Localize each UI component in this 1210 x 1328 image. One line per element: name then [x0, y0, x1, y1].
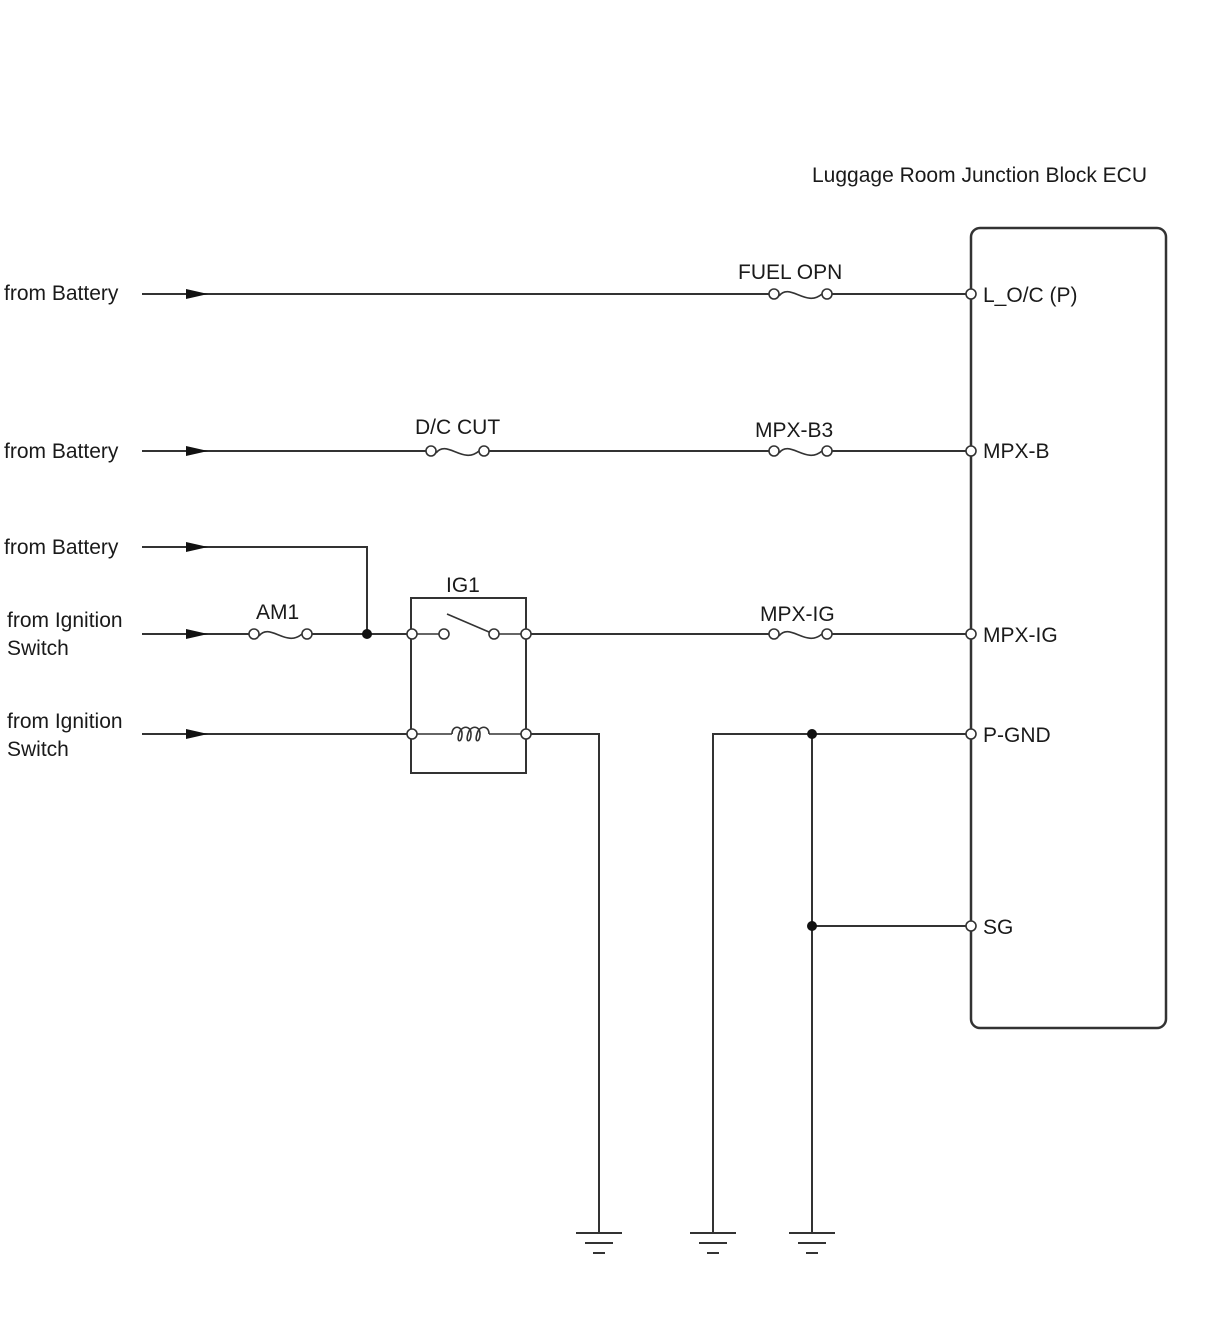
pin-label-mpxig: MPX-IG	[983, 624, 1058, 647]
ecu-title: Luggage Room Junction Block ECU	[812, 164, 1147, 187]
pin-label-pgnd: P-GND	[983, 724, 1051, 747]
pin-label-sg: SG	[983, 916, 1013, 939]
relay-label-ig1: IG1	[446, 574, 480, 597]
circuit-line-1: from Battery FUEL OPN L_O/C (P)	[4, 261, 1078, 307]
junction-dot	[807, 921, 817, 931]
junction-dot	[362, 629, 372, 639]
pin-terminal-loc	[965, 288, 977, 300]
pin-terminal-pgnd	[965, 728, 977, 740]
fuse-am1	[248, 628, 313, 640]
relay-coil-icon	[451, 726, 490, 742]
fuse-label-dc-cut: D/C CUT	[415, 416, 500, 439]
input-arrow-icon	[186, 446, 208, 456]
source-label-ignition-2b: Switch	[7, 738, 69, 761]
fuse-mpx-b3	[768, 445, 833, 457]
input-arrow-icon	[186, 629, 208, 639]
fuse-fuel-opn	[768, 288, 833, 300]
source-label-ignition-1a: from Ignition	[7, 609, 123, 632]
circuit-line-3: from Battery	[4, 536, 368, 634]
junction-dot	[807, 729, 817, 739]
pin-terminal-sg	[965, 920, 977, 932]
input-arrow-icon	[186, 289, 208, 299]
relay-ig1: IG1	[406, 574, 532, 774]
source-label-ignition-2a: from Ignition	[7, 710, 123, 733]
ground-network: P-GND SG	[712, 724, 1051, 1233]
relay-switch-blade	[446, 613, 490, 633]
fuse-dc-cut	[425, 445, 490, 457]
fuse-label-fuel-opn: FUEL OPN	[738, 261, 842, 284]
pin-label-loc: L_O/C (P)	[983, 284, 1078, 307]
ground-icon	[576, 1232, 622, 1254]
pin-label-mpxb: MPX-B	[983, 440, 1050, 463]
source-label-battery-2: from Battery	[4, 440, 119, 463]
circuit-line-2: from Battery D/C CUT MPX-B3 MPX-B	[4, 416, 1050, 463]
input-arrow-icon	[186, 542, 208, 552]
ground-icon	[690, 1232, 736, 1254]
ground-icon	[789, 1232, 835, 1254]
input-arrow-icon	[186, 729, 208, 739]
pin-terminal-mpxb	[965, 445, 977, 457]
source-label-battery-1: from Battery	[4, 282, 119, 305]
fuse-mpx-ig	[768, 628, 833, 640]
pin-terminal-mpxig	[965, 628, 977, 640]
source-label-ignition-1b: Switch	[7, 637, 69, 660]
source-label-battery-3: from Battery	[4, 536, 119, 559]
fuse-label-mpx-b3: MPX-B3	[755, 419, 833, 442]
fuse-label-am1: AM1	[256, 601, 299, 624]
ecu-box	[969, 226, 1168, 1030]
circuit-line-5: from Ignition Switch	[7, 710, 600, 1233]
fuse-label-mpx-ig: MPX-IG	[760, 603, 835, 626]
circuit-line-4: from Ignition Switch AM1 MPX-IG MPX-IG	[7, 601, 1058, 660]
